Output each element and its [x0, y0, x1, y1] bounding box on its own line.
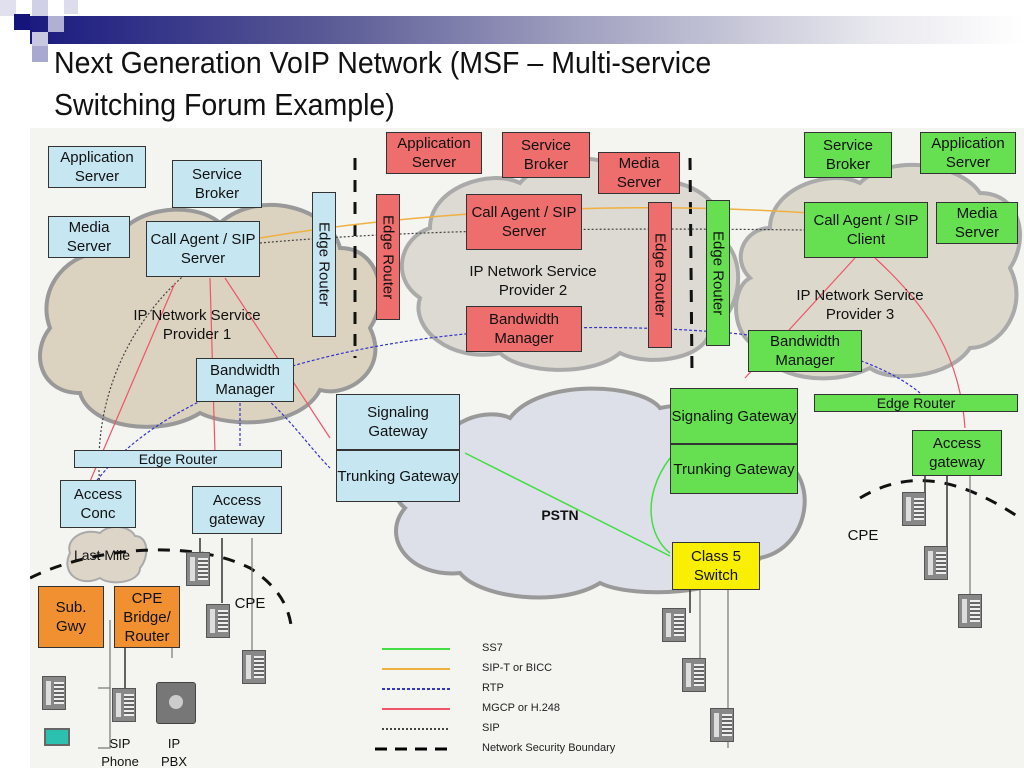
- p1-bandwidth-manager[interactable]: Bandwidth Manager: [196, 358, 294, 402]
- legend-label-rtp: RTP: [482, 682, 504, 694]
- legend-label-boundary: Network Security Boundary: [482, 742, 616, 754]
- p2-bandwidth-manager[interactable]: Bandwidth Manager: [466, 306, 582, 352]
- p2-cloud-label: IP Network Service Provider 2: [469, 263, 597, 299]
- phone-icon: [206, 604, 230, 638]
- phone-icon: [710, 708, 734, 742]
- p3-media-server[interactable]: Media Server: [936, 202, 1018, 244]
- class5-switch[interactable]: Class 5 Switch: [672, 542, 760, 590]
- legend-label-sip-t: SIP-T or BICC: [482, 662, 553, 674]
- legend-lines: [375, 648, 455, 751]
- p2-edge-router-right[interactable]: Edge Router: [648, 202, 672, 348]
- p3-signaling-gateway[interactable]: Signaling Gateway: [670, 388, 798, 444]
- network-diagram: Application Server Service Broker Media …: [30, 128, 1024, 769]
- phone-icon: [902, 492, 926, 526]
- cpe-bridge-router[interactable]: CPE Bridge/ Router: [114, 586, 180, 648]
- header-gradient-bar: [30, 16, 1024, 44]
- p1-edge-router-vertical[interactable]: Edge Router: [312, 192, 336, 337]
- p3-service-broker[interactable]: Service Broker: [804, 132, 892, 178]
- p2-media-server[interactable]: Media Server: [598, 152, 680, 194]
- p1-media-server[interactable]: Media Server: [48, 216, 130, 258]
- legend-label-sip: SIP: [482, 722, 500, 734]
- decor-square: [0, 0, 16, 16]
- p2-call-agent[interactable]: Call Agent / SIP Server: [466, 194, 582, 250]
- phone-icon: [242, 650, 266, 684]
- security-boundary-cpe-1: [30, 548, 294, 634]
- sip-link-access: [98, 262, 201, 489]
- p1-edge-router-horizontal[interactable]: Edge Router: [74, 450, 282, 468]
- pstn-label: PSTN: [541, 507, 579, 523]
- p2-edge-router-left[interactable]: Edge Router: [376, 194, 400, 320]
- p1-application-server[interactable]: Application Server: [48, 146, 146, 188]
- p1-signaling-gateway[interactable]: Signaling Gateway: [336, 394, 460, 450]
- p2-application-server[interactable]: Application Server: [386, 132, 482, 174]
- p1-trunking-gateway[interactable]: Trunking Gateway: [336, 450, 460, 502]
- decor-square: [14, 14, 30, 30]
- security-boundary-2: [688, 157, 694, 374]
- p1-call-agent[interactable]: Call Agent / SIP Server: [146, 221, 260, 277]
- phone-icon: [924, 546, 948, 580]
- p3-access-gateway[interactable]: Access gateway: [912, 430, 1002, 476]
- sub-gwy[interactable]: Sub. Gwy: [38, 586, 104, 648]
- phone-icon: [42, 676, 66, 710]
- phone-icon: [958, 594, 982, 628]
- sip-phone-label: SIP Phone: [101, 736, 139, 769]
- phone-icon: [662, 608, 686, 642]
- decor-square: [48, 16, 64, 32]
- slide-title: Next Generation VoIP Network (MSF – Mult…: [54, 42, 882, 126]
- sip-phone-icon: [112, 688, 136, 722]
- p3-call-agent[interactable]: Call Agent / SIP Client: [804, 202, 928, 258]
- phone-icon: [682, 658, 706, 692]
- decor-square: [64, 0, 78, 14]
- cpe-label-3: CPE: [847, 527, 879, 544]
- p3-edge-router-vertical[interactable]: Edge Router: [706, 200, 730, 346]
- computer-icon: [44, 728, 70, 746]
- decor-square: [32, 32, 48, 48]
- p1-cloud-label: IP Network Service Provider 1: [133, 307, 261, 343]
- phone-icon: [186, 552, 210, 586]
- p3-application-server[interactable]: Application Server: [920, 132, 1016, 174]
- p3-edge-router-horizontal[interactable]: Edge Router: [814, 394, 1018, 412]
- ip-pbx-label: IP PBX: [160, 736, 187, 769]
- title-line-1: Next Generation VoIP Network (MSF – Mult…: [54, 45, 712, 80]
- ss7-link-2: [650, 457, 671, 554]
- p3-cloud-label: IP Network Service Provider 3: [796, 287, 924, 323]
- ss7-link-1: [464, 452, 671, 557]
- p1-service-broker[interactable]: Service Broker: [172, 160, 262, 208]
- title-line-2: Switching Forum Example): [54, 87, 395, 122]
- wire: [98, 620, 111, 749]
- ip-pbx-icon: [156, 682, 196, 724]
- p1-access-conc[interactable]: Access Conc: [60, 480, 136, 528]
- legend-label-mgcp: MGCP or H.248: [482, 702, 561, 714]
- p3-trunking-gateway[interactable]: Trunking Gateway: [670, 444, 798, 494]
- legend-label-ss7: SS7: [482, 642, 503, 654]
- decor-square: [32, 46, 48, 62]
- security-boundary-cpe-3: [859, 479, 1021, 520]
- decor-square: [32, 0, 48, 16]
- p1-access-gateway[interactable]: Access gateway: [192, 486, 282, 534]
- cpe-label-1: CPE: [234, 595, 266, 612]
- p2-service-broker[interactable]: Service Broker: [502, 132, 590, 178]
- last-mile-label: Last Mile: [73, 547, 131, 563]
- p3-bandwidth-manager[interactable]: Bandwidth Manager: [748, 330, 862, 372]
